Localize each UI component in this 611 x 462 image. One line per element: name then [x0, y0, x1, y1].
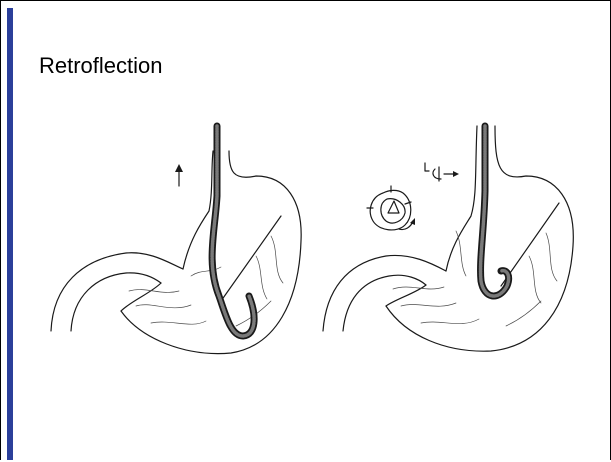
left-stomach-figure [51, 126, 301, 354]
rotation-arrow-icon [425, 163, 459, 181]
up-arrow-icon [175, 164, 183, 186]
right-stomach-figure [323, 126, 573, 351]
control-knob-icon [367, 186, 415, 230]
